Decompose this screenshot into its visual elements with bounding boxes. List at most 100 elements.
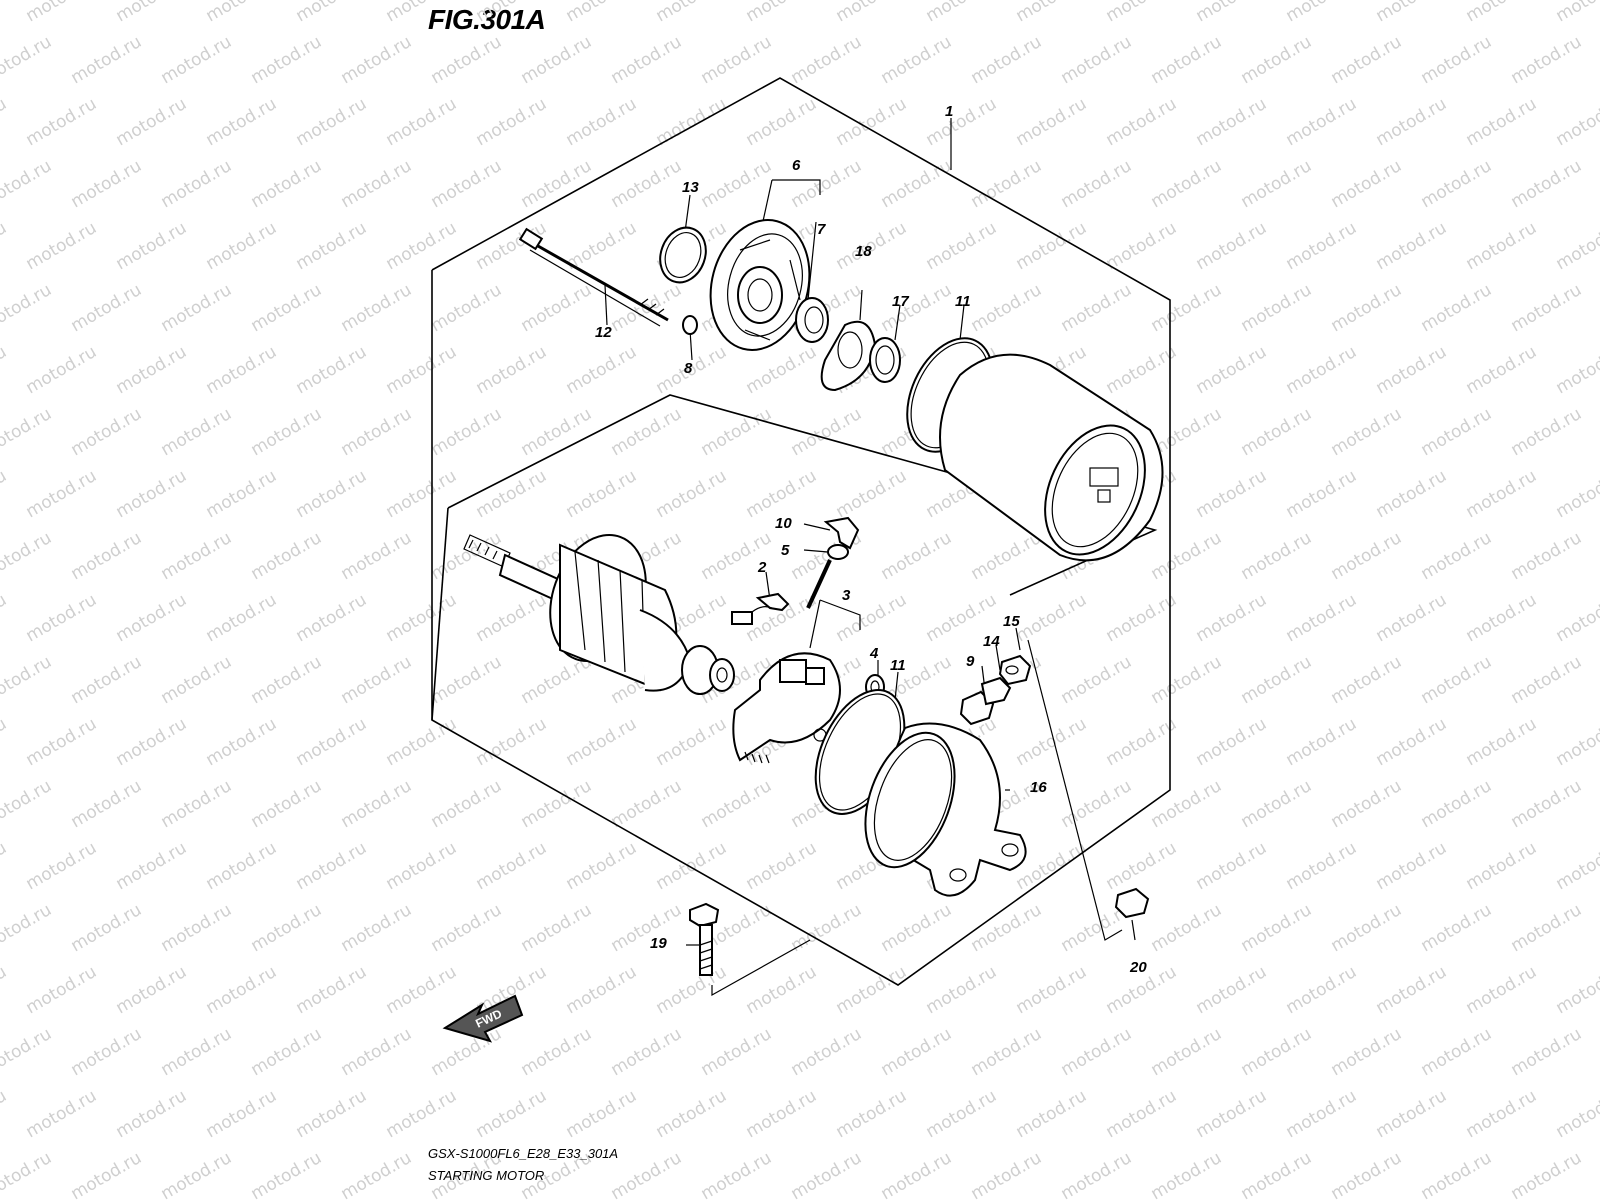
callout-19: 19 bbox=[650, 935, 667, 952]
callout-17: 17 bbox=[892, 293, 909, 310]
watermark-text: motod.ru bbox=[1193, 218, 1271, 274]
callout-3: 3 bbox=[842, 587, 851, 604]
watermark-text: motod.ru bbox=[1148, 32, 1226, 88]
watermark-text: motod.ru bbox=[1148, 280, 1226, 336]
watermark-text: motod.ru bbox=[113, 0, 191, 26]
watermark-text: motod.ru bbox=[653, 1086, 731, 1142]
watermark-text: motod.ru bbox=[608, 1024, 686, 1080]
watermark-text: motod.ru bbox=[1553, 962, 1600, 1018]
watermark-text: motod.ru bbox=[383, 218, 461, 274]
watermark-text: motod.ru bbox=[473, 466, 551, 522]
watermark-text: motod.ru bbox=[0, 94, 10, 150]
nut-part-20 bbox=[1114, 887, 1150, 919]
watermark-text: motod.ru bbox=[1148, 1024, 1226, 1080]
watermark-text: motod.ru bbox=[0, 900, 55, 956]
assembly-outline bbox=[431, 77, 1171, 986]
watermark-text: motod.ru bbox=[68, 528, 146, 584]
watermark-text: motod.ru bbox=[833, 0, 911, 26]
watermark-text: motod.ru bbox=[338, 280, 416, 336]
watermark-text: motod.ru bbox=[743, 1086, 821, 1142]
watermark-text: motod.ru bbox=[1013, 962, 1091, 1018]
watermark-text: motod.ru bbox=[293, 590, 371, 646]
watermark-text: motod.ru bbox=[1373, 838, 1451, 894]
watermark-text: motod.ru bbox=[1238, 156, 1316, 212]
watermark-text: motod.ru bbox=[1463, 94, 1541, 150]
watermark-text: motod.ru bbox=[248, 1024, 326, 1080]
diagram-name: STARTING MOTOR bbox=[428, 1168, 545, 1183]
fwd-direction-arrow: FWD bbox=[442, 994, 524, 1043]
watermark-text: motod.ru bbox=[698, 1024, 776, 1080]
watermark-text: motod.ru bbox=[113, 590, 191, 646]
terminal-bolt-part-2 bbox=[731, 559, 832, 625]
watermark-text: motod.ru bbox=[653, 714, 731, 770]
watermark-text: motod.ru bbox=[1373, 590, 1451, 646]
watermark-text: motod.ru bbox=[1418, 900, 1496, 956]
watermark-text: motod.ru bbox=[338, 32, 416, 88]
callout-9: 9 bbox=[966, 653, 975, 670]
watermark-text: motod.ru bbox=[1418, 404, 1496, 460]
watermark-text: motod.ru bbox=[293, 1086, 371, 1142]
watermark-text: motod.ru bbox=[0, 32, 55, 88]
watermark-text: motod.ru bbox=[428, 32, 506, 88]
callout-11-upper: 11 bbox=[955, 293, 971, 310]
watermark-text: motod.ru bbox=[1373, 218, 1451, 274]
watermark-text: motod.ru bbox=[68, 280, 146, 336]
watermark-text: motod.ru bbox=[878, 280, 956, 336]
watermark-text: motod.ru bbox=[1193, 466, 1271, 522]
watermark-text: motod.ru bbox=[1103, 0, 1181, 26]
watermark-text: motod.ru bbox=[0, 652, 55, 708]
watermark-text: motod.ru bbox=[158, 32, 236, 88]
watermark-text: motod.ru bbox=[698, 776, 776, 832]
watermark-text: motod.ru bbox=[1553, 838, 1600, 894]
watermark-text: motod.ru bbox=[518, 32, 596, 88]
watermark-text: motod.ru bbox=[1193, 714, 1271, 770]
watermark-text: motod.ru bbox=[1373, 1086, 1451, 1142]
watermark-text: motod.ru bbox=[788, 32, 866, 88]
watermark-text: motod.ru bbox=[68, 1024, 146, 1080]
watermark-text: motod.ru bbox=[1283, 94, 1361, 150]
watermark-text: motod.ru bbox=[968, 1024, 1046, 1080]
watermark-text: motod.ru bbox=[1508, 1024, 1586, 1080]
watermark-text: motod.ru bbox=[293, 714, 371, 770]
watermark-text: motod.ru bbox=[338, 900, 416, 956]
watermark-text: motod.ru bbox=[428, 280, 506, 336]
watermark-text: motod.ru bbox=[473, 0, 551, 26]
watermark-text: motod.ru bbox=[473, 342, 551, 398]
watermark-text: motod.ru bbox=[0, 280, 55, 336]
watermark-text: motod.ru bbox=[203, 838, 281, 894]
watermark-text: motod.ru bbox=[1373, 342, 1451, 398]
watermark-text: motod.ru bbox=[1238, 652, 1316, 708]
watermark-text: motod.ru bbox=[563, 714, 641, 770]
watermark-text: motod.ru bbox=[1058, 32, 1136, 88]
watermark-text: motod.ru bbox=[248, 776, 326, 832]
watermark-text: motod.ru bbox=[1328, 1024, 1406, 1080]
watermark-text: motod.ru bbox=[1328, 280, 1406, 336]
callout-18: 18 bbox=[855, 243, 872, 260]
watermark-text: motod.ru bbox=[1103, 218, 1181, 274]
terminal-hardware bbox=[959, 654, 1032, 726]
watermark-text: motod.ru bbox=[338, 776, 416, 832]
watermark-text: motod.ru bbox=[1103, 94, 1181, 150]
watermark-text: motod.ru bbox=[338, 528, 416, 584]
watermark-text: motod.ru bbox=[653, 962, 731, 1018]
watermark-text: motod.ru bbox=[1418, 1148, 1496, 1200]
watermark-text: motod.ru bbox=[743, 962, 821, 1018]
watermark-text: motod.ru bbox=[68, 652, 146, 708]
watermark-text: motod.ru bbox=[878, 900, 956, 956]
watermark-text: motod.ru bbox=[653, 466, 731, 522]
watermark-text: motod.ru bbox=[1418, 280, 1496, 336]
watermark-text: motod.ru bbox=[1013, 218, 1091, 274]
watermark-text: motod.ru bbox=[0, 0, 10, 26]
watermark-text: motod.ru bbox=[968, 156, 1046, 212]
watermark-text: motod.ru bbox=[1553, 342, 1600, 398]
watermark-text: motod.ru bbox=[518, 776, 596, 832]
watermark-text: motod.ru bbox=[1508, 404, 1586, 460]
watermark-text: motod.ru bbox=[1418, 156, 1496, 212]
watermark-text: motod.ru bbox=[158, 404, 236, 460]
watermark-text: motod.ru bbox=[383, 342, 461, 398]
watermark-text: motod.ru bbox=[788, 1024, 866, 1080]
watermark-text: motod.ru bbox=[1418, 652, 1496, 708]
watermark-text: motod.ru bbox=[698, 404, 776, 460]
watermark-text: motod.ru bbox=[1193, 1086, 1271, 1142]
